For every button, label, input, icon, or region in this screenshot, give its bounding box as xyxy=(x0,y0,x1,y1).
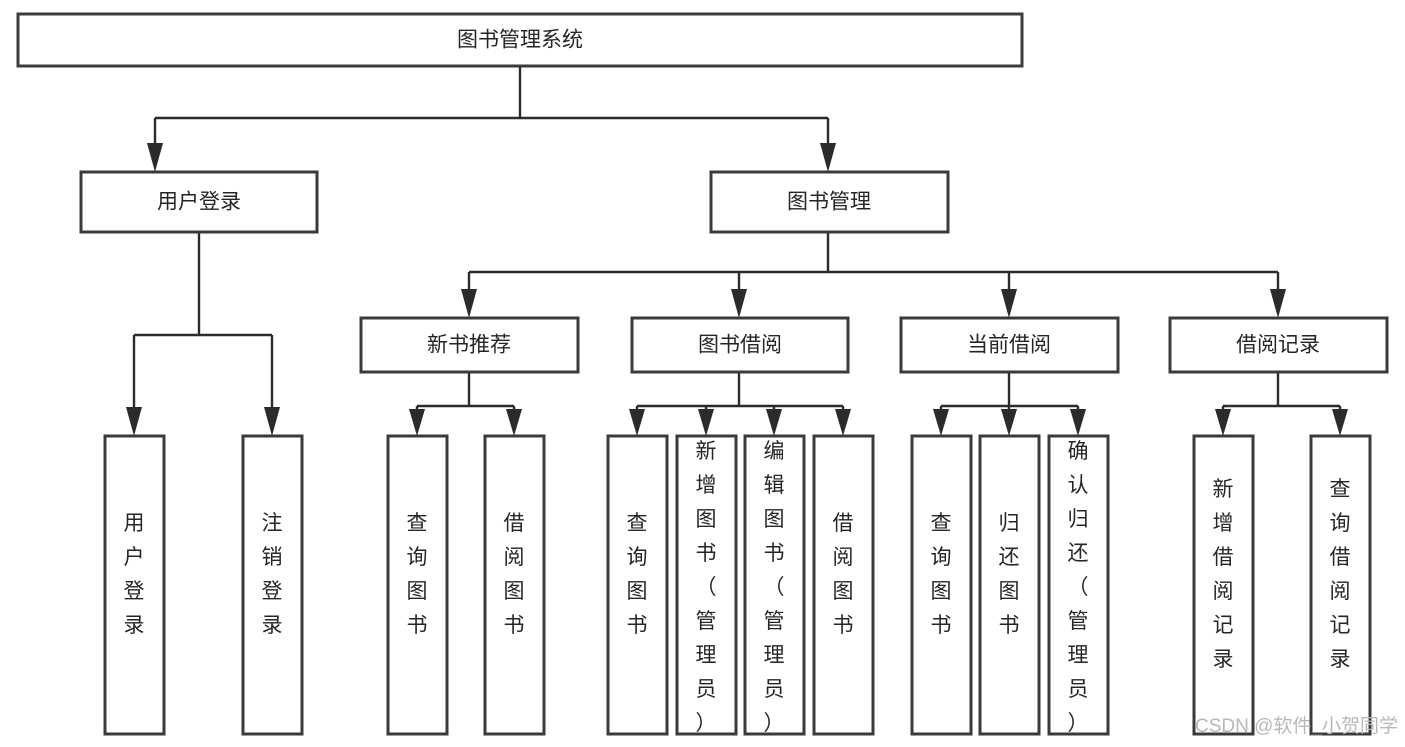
node-label-leaf-return-book: 归还图书 xyxy=(999,512,1020,637)
node-box-leaf-query-book-3[interactable] xyxy=(910,434,973,736)
connector-group-bookborrow xyxy=(629,372,851,436)
arrow-head-icon xyxy=(629,409,645,436)
node-box-leaf-confirm-return[interactable] xyxy=(1047,434,1110,736)
leaf-node-logout-login[interactable]: 注销登录 xyxy=(241,434,304,736)
node-book-management[interactable]: 图书管理 xyxy=(709,170,950,234)
node-box-borrow-record[interactable] xyxy=(1168,316,1389,374)
connector-group-userlogin xyxy=(126,232,280,436)
node-label-borrow-record: 借阅记录 xyxy=(1236,334,1320,357)
node-label-leaf-query-book-3: 查询图书 xyxy=(931,512,952,637)
node-label-book-borrow: 图书借阅 xyxy=(698,334,782,357)
connector-group-currentborrow xyxy=(933,372,1086,436)
leaf-node-borrow-book-2[interactable]: 借阅图书 xyxy=(812,434,875,736)
node-box-leaf-add-book[interactable] xyxy=(675,434,738,736)
leaf-node-query-book-2[interactable]: 查询图书 xyxy=(606,434,669,736)
arrow-head-icon xyxy=(1332,409,1348,436)
arrow-head-icon xyxy=(264,407,280,436)
node-label-leaf-add-record: 新增借阅记录 xyxy=(1213,478,1234,671)
node-label-leaf-edit-book: 编辑图书（管理员） xyxy=(764,440,785,735)
node-label-leaf-query-record: 查询借阅记录 xyxy=(1330,478,1351,671)
node-label-leaf-logout-login: 注销登录 xyxy=(262,512,283,637)
node-box-leaf-logout-login[interactable] xyxy=(241,434,304,736)
node-label-root: 图书管理系统 xyxy=(457,29,583,52)
arrow-head-icon xyxy=(731,289,747,318)
arrow-head-icon xyxy=(698,409,714,436)
connector-group-bookmgmt xyxy=(461,232,1286,318)
arrow-head-icon xyxy=(766,409,782,436)
arrow-head-icon xyxy=(461,289,477,318)
leaf-node-user-login[interactable]: 用户登录 xyxy=(103,434,166,736)
node-box-leaf-query-record[interactable] xyxy=(1309,434,1372,736)
node-box-leaf-user-login[interactable] xyxy=(103,434,166,736)
node-user-login[interactable]: 用户登录 xyxy=(79,170,319,234)
arrow-head-icon xyxy=(1001,409,1017,436)
node-label-leaf-add-book: 新增图书（管理员） xyxy=(696,440,717,735)
node-borrow-record[interactable]: 借阅记录 xyxy=(1168,316,1389,374)
node-label-user-login: 用户登录 xyxy=(157,191,241,214)
arrow-head-icon xyxy=(1215,409,1231,436)
node-label-leaf-borrow-book-2: 借阅图书 xyxy=(833,512,854,637)
node-box-leaf-query-book-2[interactable] xyxy=(606,434,669,736)
arrow-head-icon xyxy=(1070,409,1086,436)
node-box-book-management[interactable] xyxy=(709,170,950,234)
arrow-head-icon xyxy=(506,409,522,436)
node-box-book-borrow[interactable] xyxy=(630,316,850,374)
connector-group-root xyxy=(147,66,836,172)
node-book-borrow[interactable]: 图书借阅 xyxy=(630,316,850,374)
leaf-node-confirm-return[interactable]: 确认归还（管理员） xyxy=(1047,434,1110,736)
connector-group-borrowrecord xyxy=(1215,372,1348,436)
node-label-new-book-recommend: 新书推荐 xyxy=(427,334,511,357)
leaf-node-query-book-3[interactable]: 查询图书 xyxy=(910,434,973,736)
leaf-node-query-book-1[interactable]: 查询图书 xyxy=(386,434,449,736)
arrow-head-icon xyxy=(933,409,949,436)
node-current-borrow[interactable]: 当前借阅 xyxy=(899,316,1120,374)
node-label-leaf-query-book-2: 查询图书 xyxy=(627,512,648,637)
node-label-leaf-query-book-1: 查询图书 xyxy=(407,512,428,637)
leaf-node-edit-book[interactable]: 编辑图书（管理员） xyxy=(743,434,806,736)
node-box-leaf-add-record[interactable] xyxy=(1192,434,1255,736)
node-box-new-book-recommend[interactable] xyxy=(359,316,580,374)
arrow-head-icon xyxy=(835,409,851,436)
node-box-leaf-borrow-book-1[interactable] xyxy=(483,434,546,736)
arrow-head-icon xyxy=(147,143,163,172)
leaf-node-query-record[interactable]: 查询借阅记录 xyxy=(1309,434,1372,736)
leaf-node-add-book[interactable]: 新增图书（管理员） xyxy=(675,434,738,736)
node-new-book-recommend[interactable]: 新书推荐 xyxy=(359,316,580,374)
leaf-node-add-record[interactable]: 新增借阅记录 xyxy=(1192,434,1255,736)
arrow-head-icon xyxy=(126,407,142,436)
watermark-label: CSDN @软件_小贺同学 xyxy=(1195,715,1398,737)
connector-group-newbook xyxy=(409,372,522,436)
node-label-leaf-user-login: 用户登录 xyxy=(124,512,145,637)
node-box-leaf-edit-book[interactable] xyxy=(743,434,806,736)
node-label-current-borrow: 当前借阅 xyxy=(967,334,1051,357)
node-box-leaf-query-book-1[interactable] xyxy=(386,434,449,736)
arrow-head-icon xyxy=(409,409,425,436)
node-root-title[interactable]: 图书管理系统 xyxy=(16,12,1024,68)
arrow-head-icon xyxy=(1270,289,1286,318)
arrow-head-icon xyxy=(820,143,836,172)
node-box-current-borrow[interactable] xyxy=(899,316,1120,374)
node-label-leaf-borrow-book-1: 借阅图书 xyxy=(504,512,525,637)
node-box-leaf-borrow-book-2[interactable] xyxy=(812,434,875,736)
node-box-root[interactable] xyxy=(16,12,1024,68)
node-label-leaf-confirm-return: 确认归还（管理员） xyxy=(1068,440,1089,735)
node-box-leaf-return-book[interactable] xyxy=(978,434,1041,736)
node-label-book-management: 图书管理 xyxy=(787,191,871,214)
arrow-head-icon xyxy=(1001,289,1017,318)
leaf-node-return-book[interactable]: 归还图书 xyxy=(978,434,1041,736)
leaf-node-borrow-book-1[interactable]: 借阅图书 xyxy=(483,434,546,736)
node-box-user-login[interactable] xyxy=(79,170,319,234)
